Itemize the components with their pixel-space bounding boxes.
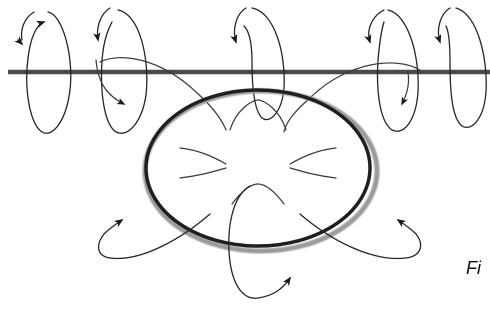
linking-field-lines xyxy=(96,58,420,132)
field-loop-5 xyxy=(446,8,486,127)
link-line-left-arrow xyxy=(96,60,124,104)
interior-line-ul xyxy=(180,148,226,164)
exterior-line-bottom xyxy=(229,186,290,298)
interior-line-top xyxy=(230,100,286,130)
field-loop-2-arrow xyxy=(98,8,111,40)
interior-line-bottom xyxy=(232,184,284,204)
field-loop-4-arrow xyxy=(369,10,384,42)
loop-interior-field-lines xyxy=(180,100,336,204)
link-line-left xyxy=(100,58,226,130)
field-loop-1-tail xyxy=(22,12,35,40)
interior-line-ur xyxy=(290,148,336,164)
current-loop xyxy=(146,90,370,246)
loop-exterior-field-lines xyxy=(99,186,421,298)
interior-line-lr xyxy=(290,168,336,178)
figure-caption: Fi xyxy=(466,258,481,279)
exterior-line-right xyxy=(300,214,421,258)
interior-line-ll xyxy=(180,168,226,178)
field-loop-1-arrow xyxy=(18,40,22,44)
field-loop-3-arrow xyxy=(234,8,246,42)
